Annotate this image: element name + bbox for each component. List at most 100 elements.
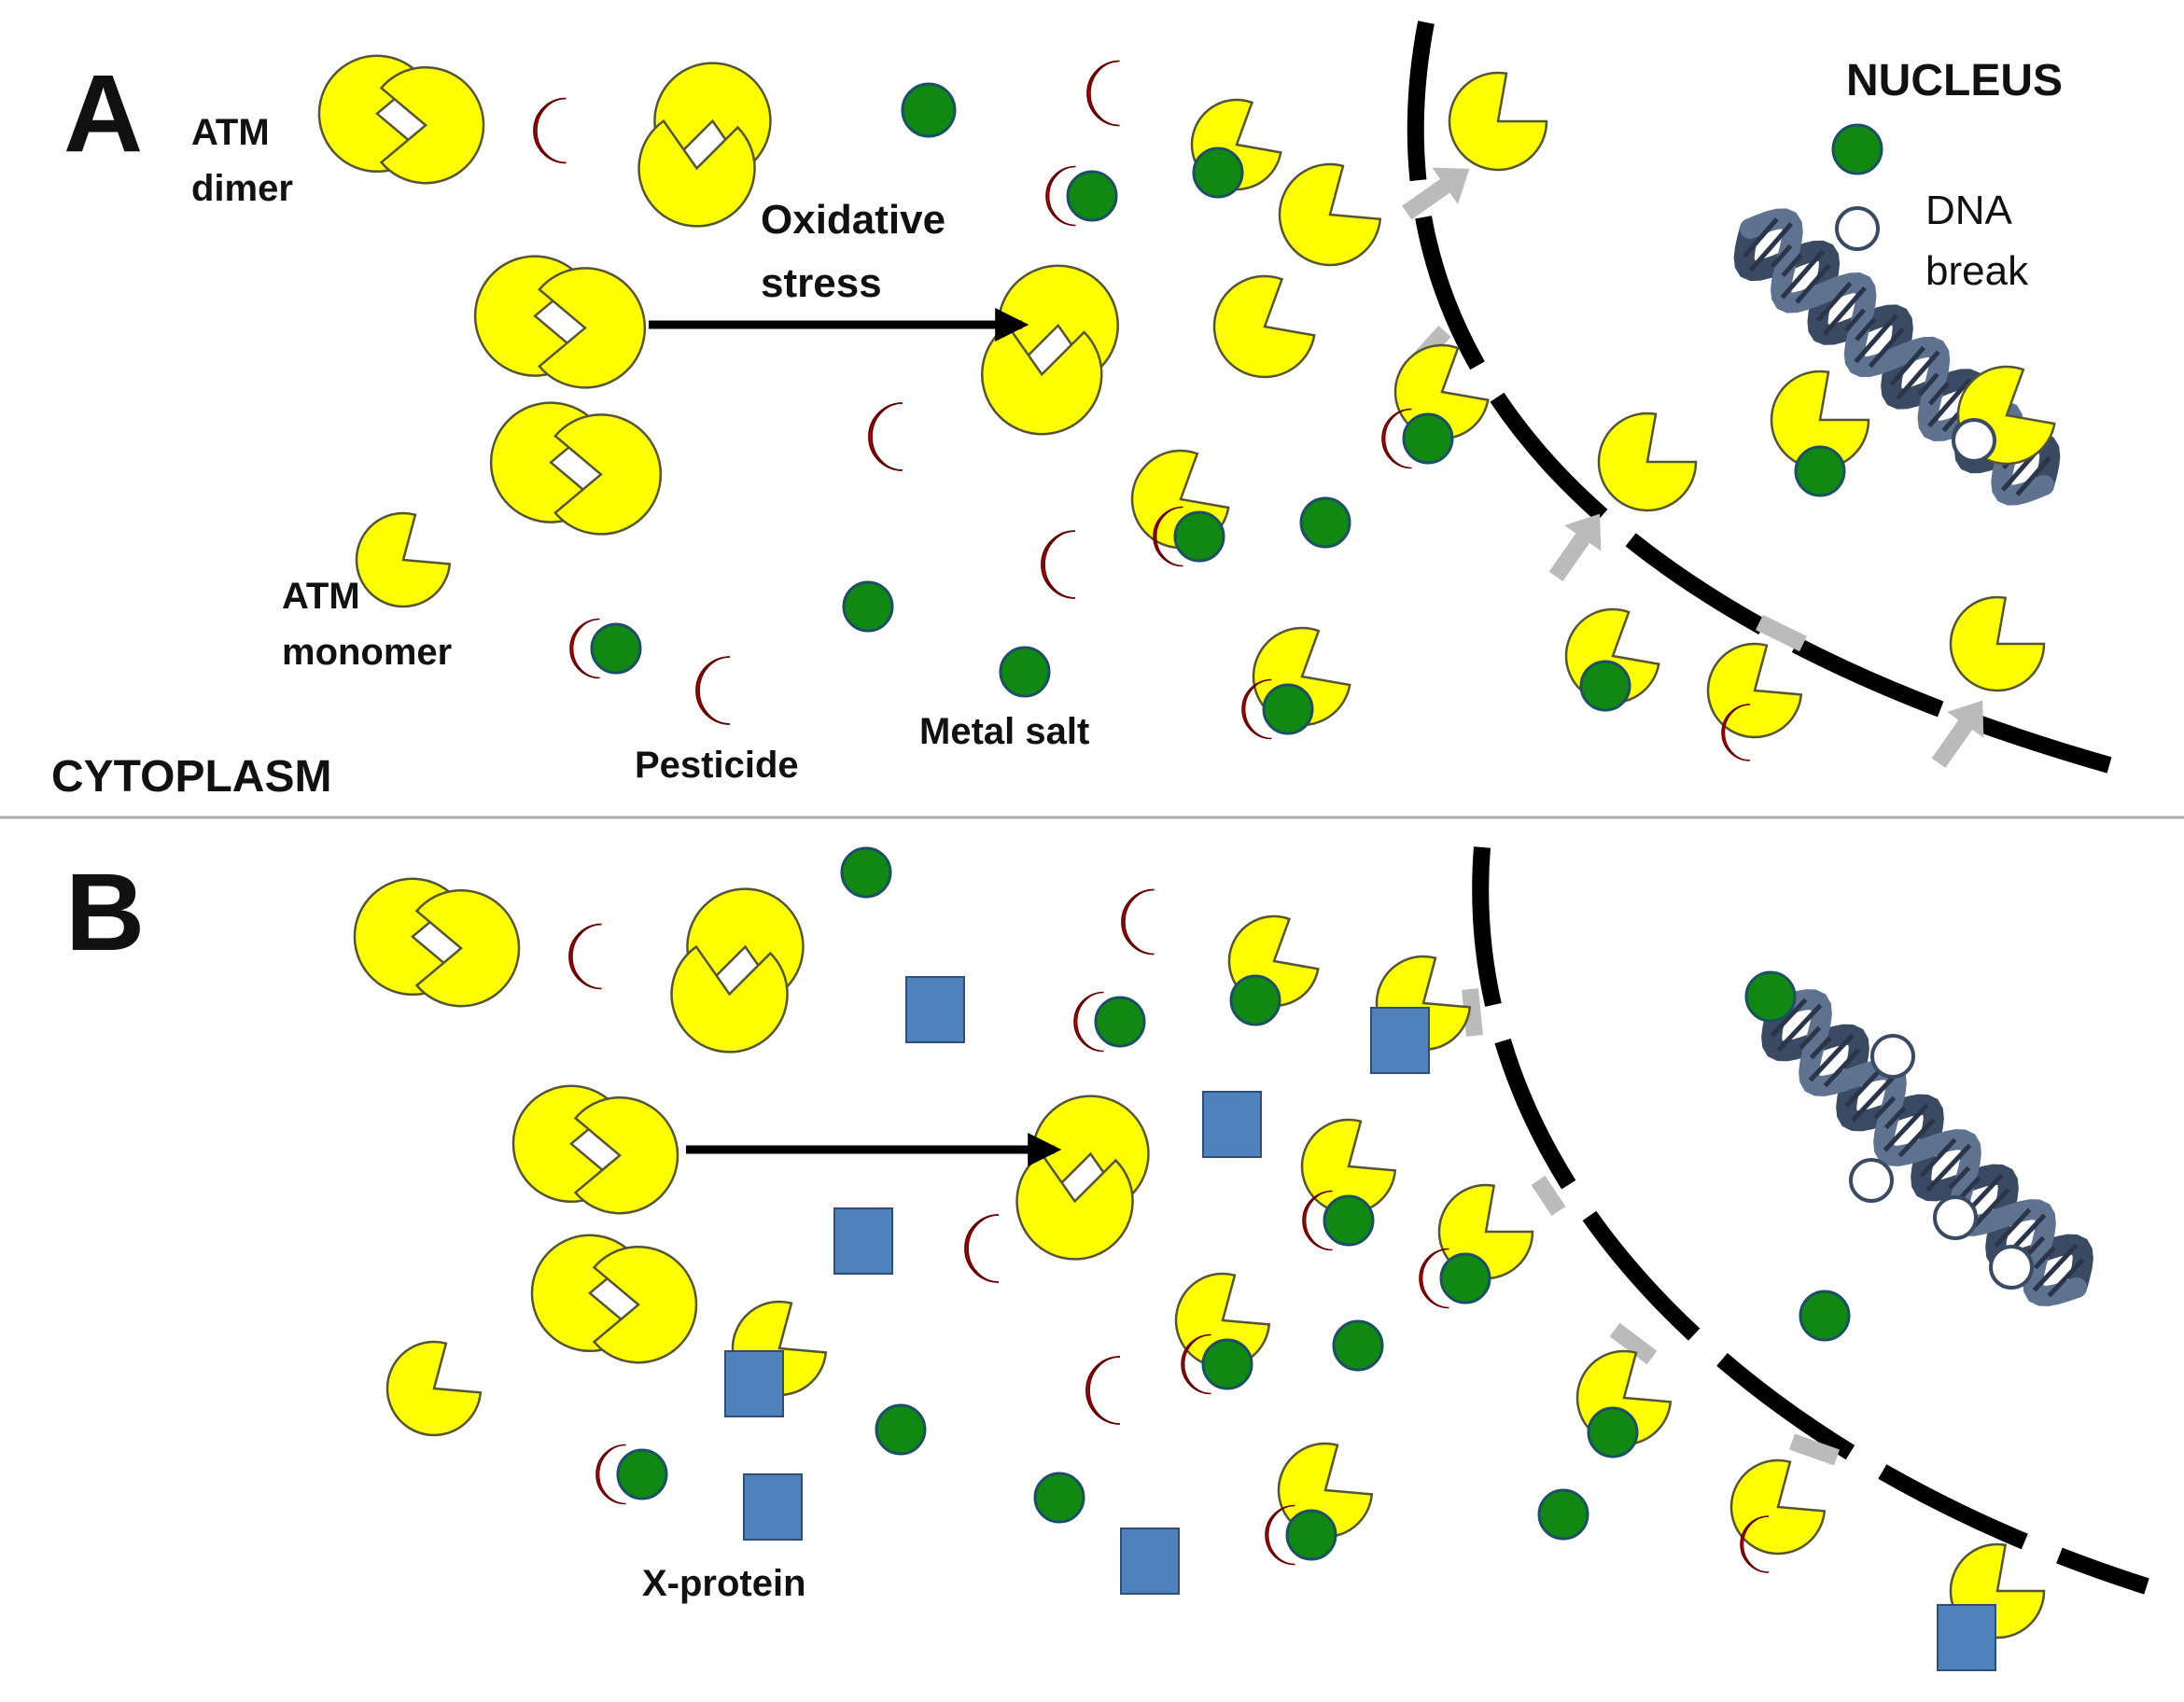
metal-salt-icon bbox=[1033, 1472, 1085, 1524]
atm-dimer-icon bbox=[511, 1084, 679, 1215]
nuclear-membrane-icon bbox=[1472, 846, 2149, 1595]
metal-salt-icon bbox=[1066, 170, 1118, 222]
atm-monomer-icon bbox=[355, 511, 452, 608]
dna-break-label: DNA bbox=[1925, 188, 2013, 233]
atm-monomer-icon bbox=[670, 944, 789, 1053]
pesticide-metal-complex bbox=[1381, 408, 1454, 469]
dna-break-icon bbox=[1870, 1034, 1915, 1079]
pesticide-icon bbox=[1181, 1333, 1211, 1395]
x-protein-icon bbox=[833, 1207, 893, 1275]
metal-salt-icon bbox=[1402, 412, 1454, 465]
metal-salt-icon bbox=[1587, 1406, 1639, 1458]
metal-salt-icon bbox=[1439, 1252, 1491, 1304]
pesticide-metal-complex bbox=[1045, 165, 1118, 227]
nuclear-pore-icon bbox=[1609, 1322, 1658, 1365]
oxidative-stress-label: stress bbox=[761, 260, 882, 306]
atm-dimer-icon bbox=[1015, 1095, 1150, 1261]
x-protein-icon bbox=[1120, 1528, 1180, 1595]
pesticide-label: Pesticide bbox=[635, 745, 799, 786]
pesticide-metal-complex bbox=[1302, 1190, 1375, 1251]
metal-salt-icon bbox=[901, 82, 957, 138]
atm-monomer-icon bbox=[1448, 71, 1548, 172]
dna-break-icon bbox=[1989, 1245, 2034, 1290]
nuclear-pore-icon bbox=[1788, 1433, 1841, 1466]
dna-break-icon bbox=[1933, 1195, 1978, 1240]
metal-salt-icon bbox=[1332, 1319, 1384, 1372]
pesticide-metal-complex bbox=[1181, 1333, 1253, 1395]
nucleus-label: NUCLEUS bbox=[1846, 56, 2063, 105]
atm-monomer-icon bbox=[553, 413, 663, 536]
metal-salt-icon bbox=[1794, 445, 1846, 497]
atm-monomer-icon bbox=[1015, 1151, 1134, 1261]
atm-monomer-icon bbox=[1770, 370, 1870, 470]
transport-arrow-icon bbox=[1548, 513, 1602, 581]
panel-letter-a: A bbox=[63, 52, 143, 175]
atm-monomer-icon bbox=[538, 267, 647, 389]
atm-monomer-icon bbox=[1949, 595, 2046, 692]
x-protein-icon bbox=[1937, 1604, 1996, 1671]
x-protein-icon bbox=[905, 976, 965, 1043]
atm-dimer-icon bbox=[981, 264, 1119, 436]
atm-dimer-label: ATM bbox=[191, 112, 270, 153]
metal-salt-icon bbox=[842, 580, 894, 633]
metal-salt-icon bbox=[1799, 1290, 1851, 1342]
metal-salt-icon bbox=[1744, 970, 1797, 1023]
metal-salt-icon bbox=[1537, 1488, 1589, 1541]
x-protein-icon bbox=[743, 1473, 803, 1541]
metal-salt-icon bbox=[1831, 123, 1883, 175]
panel-letter-b: B bbox=[65, 851, 145, 974]
atm-monomer-icon bbox=[1597, 412, 1698, 512]
atm-dimer-icon bbox=[473, 255, 647, 389]
metal-salt-icon bbox=[616, 1448, 668, 1500]
pesticide-icon bbox=[533, 97, 567, 164]
metal-salt-icon bbox=[1173, 510, 1225, 563]
atm-dimer-label: dimer bbox=[191, 168, 293, 209]
metal-salt-icon bbox=[1229, 974, 1281, 1026]
atm-monomer-icon bbox=[592, 1246, 698, 1364]
pesticide-metal-complex bbox=[1265, 1504, 1337, 1566]
atm-monomer-icon bbox=[1706, 642, 1803, 739]
nuclear-pore-icon bbox=[1462, 988, 1483, 1037]
dna-break-label: break bbox=[1925, 248, 2029, 294]
atm-monomer-icon bbox=[1300, 1118, 1397, 1215]
x-protein-label: X-protein bbox=[642, 1563, 806, 1604]
pesticide-metal-complex bbox=[1153, 506, 1225, 567]
atm-monomer-icon bbox=[1174, 1272, 1271, 1369]
pesticide-icon bbox=[595, 1444, 626, 1505]
atm-monomer-icon bbox=[379, 66, 485, 185]
dna-break-icon bbox=[1952, 418, 1996, 463]
pesticide-icon bbox=[569, 618, 600, 679]
atm-monomer-icon bbox=[1729, 1458, 1827, 1556]
pesticide-icon bbox=[1740, 1515, 1770, 1573]
oxidative-stress-label: Oxidative bbox=[761, 197, 945, 243]
atm-dimer-icon bbox=[637, 62, 772, 228]
pesticide-icon bbox=[568, 923, 602, 990]
metal-salt-icon bbox=[1285, 1509, 1337, 1561]
dna-helix-icon bbox=[1761, 989, 2093, 1306]
pesticide-icon bbox=[1241, 678, 1272, 740]
atm-dimer-icon bbox=[317, 54, 485, 185]
pesticide-icon bbox=[1045, 165, 1076, 227]
pesticide-metal-complex bbox=[1241, 678, 1314, 740]
x-protein-icon bbox=[1370, 1007, 1430, 1074]
metal-salt-icon bbox=[1094, 996, 1146, 1048]
x-protein-icon bbox=[1202, 1091, 1262, 1158]
atm-monomer-label: ATM bbox=[282, 576, 360, 617]
transport-arrow-icon bbox=[1402, 167, 1470, 220]
transport-arrow-icon bbox=[1931, 700, 1984, 768]
atm-monomer-icon bbox=[981, 324, 1103, 436]
x-protein-icon bbox=[724, 1350, 784, 1417]
metal-salt-icon bbox=[1192, 146, 1244, 199]
cytoplasm-label: CYTOPLASM bbox=[51, 752, 331, 802]
metal-salt-icon bbox=[875, 1403, 927, 1456]
pesticide-icon bbox=[1265, 1504, 1295, 1566]
pesticide-icon bbox=[1381, 408, 1412, 469]
metal-salt-icon bbox=[999, 646, 1051, 698]
metal-salt-icon bbox=[1299, 496, 1351, 549]
pesticide-icon bbox=[695, 656, 731, 725]
pesticide-metal-complex bbox=[595, 1444, 668, 1505]
pesticide-icon bbox=[1073, 991, 1104, 1053]
pesticide-metal-complex bbox=[1073, 991, 1146, 1053]
nuclear-membrane-icon bbox=[1407, 21, 2112, 774]
